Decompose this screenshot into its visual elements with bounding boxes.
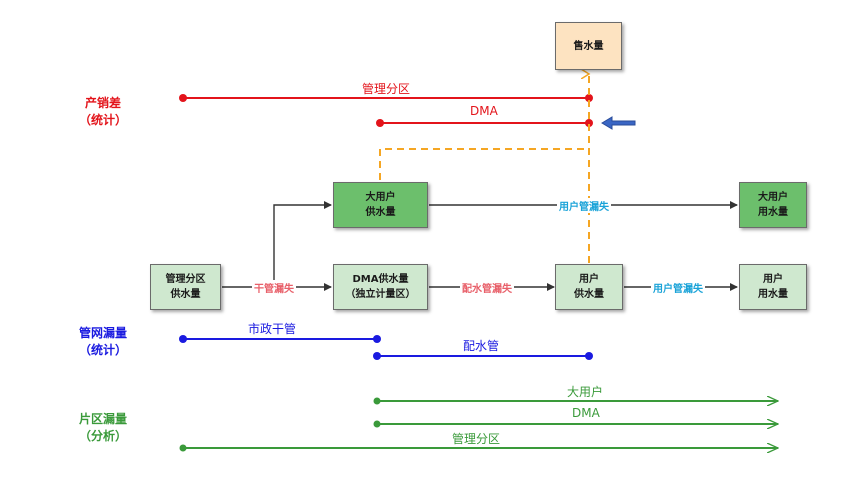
user-supply-label-1: 用户 bbox=[579, 274, 599, 285]
big-user-loss-label: 用户管漏失 bbox=[557, 198, 611, 213]
zone-supply-label-1: 管理分区 bbox=[165, 274, 206, 285]
user-supply-label-2: 供水量 bbox=[574, 289, 604, 300]
big-user-green-dot bbox=[373, 397, 381, 405]
branch-to-big-user-arrow bbox=[273, 201, 332, 287]
zone-green-line-label: 管理分区 bbox=[452, 432, 501, 446]
guanwang-label: 管网漏量 （统计） bbox=[63, 325, 143, 359]
big-user-use-label-1: 大用户 bbox=[758, 192, 788, 203]
guanwang-title: 管网漏量 bbox=[78, 326, 127, 340]
distribution-line-label: 配水管 bbox=[463, 339, 500, 353]
blue-pointer-arrow bbox=[601, 116, 636, 130]
big-user-line-label: 大用户 bbox=[567, 385, 604, 399]
dma-red-line-start-dot bbox=[376, 119, 384, 127]
sale-volume-label: 售水量 bbox=[573, 40, 604, 52]
chanxiaocha-label: 产销差 （统计） bbox=[63, 95, 143, 129]
user-use-label-2: 用水量 bbox=[758, 289, 788, 300]
dma-supply-box: DMA供水量 （独立计量区） bbox=[333, 264, 428, 310]
pianqu-title: 片区漏量 bbox=[78, 412, 127, 426]
zone-green-dot bbox=[179, 444, 187, 452]
chanxiaocha-subtitle: （统计） bbox=[78, 113, 127, 127]
zone-supply-box: 管理分区 供水量 bbox=[150, 264, 221, 310]
dma-red-line-end-dot bbox=[585, 119, 593, 127]
distribution-blue-end-dot bbox=[585, 352, 593, 360]
zone-supply-label-2: 供水量 bbox=[170, 289, 201, 300]
dma-green-line-label: DMA bbox=[572, 406, 600, 420]
big-user-use-label-2: 用水量 bbox=[758, 207, 788, 218]
dist-loss-label: 配水管漏失 bbox=[460, 280, 514, 295]
sale-volume-box: 售水量 bbox=[555, 22, 622, 70]
guanwang-subtitle: （统计） bbox=[78, 343, 127, 357]
big-user-dashed-connector bbox=[379, 148, 589, 180]
dma-supply-label-1: DMA供水量 bbox=[352, 274, 409, 285]
big-user-use-box: 大用户 用水量 bbox=[739, 182, 807, 228]
zone-red-line-end-dot bbox=[585, 94, 593, 102]
municipal-blue-start-dot bbox=[179, 335, 187, 343]
distribution-blue-start-dot bbox=[373, 352, 381, 360]
pianqu-label: 片区漏量 （分析） bbox=[63, 411, 143, 445]
dma-red-line-label: DMA bbox=[470, 104, 498, 118]
user-use-label-1: 用户 bbox=[763, 274, 783, 285]
big-user-supply-label-1: 大用户 bbox=[365, 192, 396, 203]
municipal-line-label: 市政干管 bbox=[248, 322, 297, 336]
user-loss-label: 用户管漏失 bbox=[651, 280, 705, 295]
chanxiaocha-title: 产销差 bbox=[84, 96, 121, 110]
trunk-loss-label: 干管漏失 bbox=[252, 280, 296, 295]
user-supply-box: 用户 供水量 bbox=[555, 264, 623, 310]
zone-red-line-start-dot bbox=[179, 94, 187, 102]
big-user-supply-box: 大用户 供水量 bbox=[333, 182, 428, 228]
dma-green-dot bbox=[373, 420, 381, 428]
zone-red-line-label: 管理分区 bbox=[362, 82, 411, 96]
big-user-supply-label-2: 供水量 bbox=[365, 207, 396, 218]
dma-supply-label-2: （独立计量区） bbox=[345, 289, 416, 300]
pianqu-subtitle: （分析） bbox=[78, 429, 127, 443]
user-use-box: 用户 用水量 bbox=[739, 264, 807, 310]
municipal-blue-end-dot bbox=[373, 335, 381, 343]
